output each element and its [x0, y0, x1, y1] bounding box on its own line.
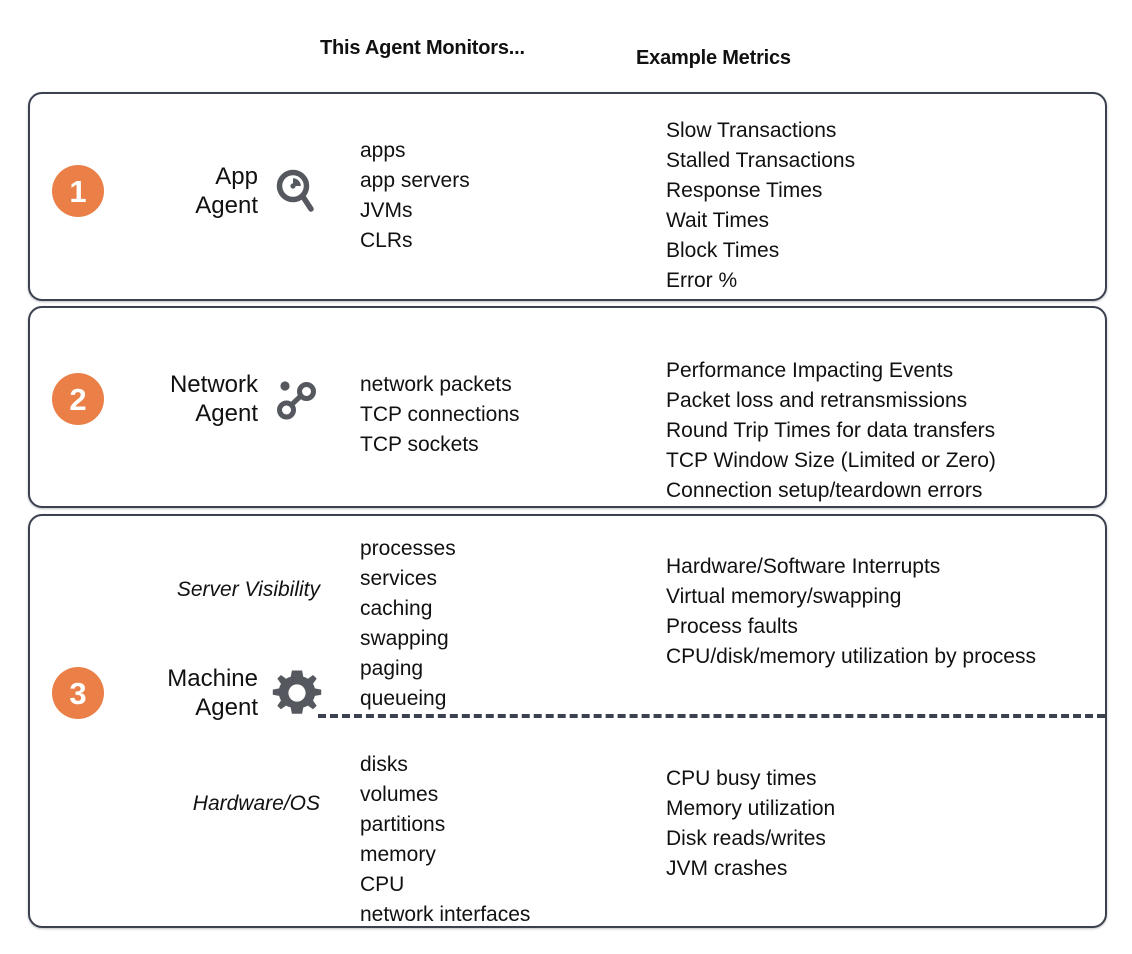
- metrics-list-app: Slow Transactions Stalled Transactions R…: [666, 116, 1096, 296]
- agent-label-app: App Agent: [114, 162, 258, 221]
- metrics-item: Block Times: [666, 239, 780, 263]
- agent-label-line1: Network: [169, 371, 258, 398]
- monitors-item: volumes: [360, 783, 439, 807]
- agent-card-app: 1 App Agent apps app servers JVMs CLRs S…: [28, 92, 1107, 301]
- monitors-item: partitions: [360, 813, 446, 837]
- monitors-item: paging: [360, 657, 424, 681]
- metrics-item: CPU busy times: [666, 767, 817, 790]
- agent-identity-machine: 3 Machine Agent: [52, 664, 324, 723]
- monitors-item: TCP connections: [360, 403, 520, 427]
- metrics-item: Packet loss and retransmissions: [666, 389, 968, 413]
- agent-label-line1: App: [215, 163, 258, 190]
- metrics-list-hardware-os: CPU busy times Memory utilization Disk r…: [666, 764, 1096, 884]
- agent-identity-app: 1 App Agent: [52, 162, 324, 221]
- metrics-list-network: Performance Impacting Events Packet loss…: [666, 356, 1096, 506]
- agent-label-line2: Agent: [195, 694, 258, 722]
- monitors-item: services: [360, 567, 438, 591]
- agent-label-line1: Machine: [167, 665, 258, 692]
- monitors-item: CLRs: [360, 229, 413, 253]
- metrics-item: Process faults: [666, 615, 798, 639]
- monitors-item: memory: [360, 843, 436, 867]
- subsection-label-server-visibility: Server Visibility: [176, 578, 320, 601]
- monitors-item: TCP sockets: [360, 433, 479, 457]
- metrics-item: JVM crashes: [666, 857, 788, 881]
- monitors-list-network: network packets TCP connections TCP sock…: [360, 370, 650, 460]
- agent-number-badge: 3: [52, 667, 104, 720]
- monitors-item: disks: [360, 753, 408, 776]
- monitors-list-app: apps app servers JVMs CLRs: [360, 136, 650, 256]
- metrics-item: Memory utilization: [666, 797, 836, 821]
- monitors-item: network packets: [360, 373, 512, 396]
- monitors-item: caching: [360, 597, 433, 621]
- magnifier-clock-icon: [270, 164, 324, 218]
- section-divider-dashed: [318, 714, 1105, 718]
- column-header-monitors: This Agent Monitors...: [320, 37, 525, 59]
- agent-card-network: 2 Network Agent network packets TCP conn…: [28, 306, 1107, 508]
- monitors-item: processes: [360, 537, 456, 560]
- monitors-item: network interfaces: [360, 903, 531, 927]
- monitors-item: swapping: [360, 627, 449, 651]
- agent-label-line2: Agent: [195, 400, 258, 428]
- monitors-item: apps: [360, 139, 406, 162]
- metrics-item: Connection setup/teardown errors: [666, 479, 983, 503]
- metrics-item: TCP Window Size (Limited or Zero): [666, 449, 996, 473]
- metrics-item: Slow Transactions: [666, 119, 837, 142]
- agent-identity-network: 2 Network Agent: [52, 370, 324, 429]
- monitors-list-hardware-os: disks volumes partitions memory CPU netw…: [360, 750, 650, 930]
- column-headers: This Agent Monitors... Example Metrics: [0, 0, 1132, 92]
- agent-label-machine: Machine Agent: [114, 664, 258, 723]
- monitors-list-server-visibility: processes services caching swapping pagi…: [360, 534, 650, 714]
- metrics-item: Response Times: [666, 179, 823, 203]
- metrics-item: Wait Times: [666, 209, 770, 233]
- network-nodes-icon: [270, 372, 324, 426]
- subsection-label-hardware-os: Hardware/OS: [192, 792, 320, 815]
- monitors-item: CPU: [360, 873, 405, 897]
- metrics-list-server-visibility: Hardware/Software Interrupts Virtual mem…: [666, 552, 1096, 672]
- monitors-item: queueing: [360, 687, 447, 711]
- metrics-item: Disk reads/writes: [666, 827, 826, 851]
- monitors-item: app servers: [360, 169, 470, 193]
- agent-number-badge: 2: [52, 373, 104, 426]
- metrics-item: Performance Impacting Events: [666, 359, 954, 382]
- agent-label-line2: Agent: [195, 192, 258, 220]
- gear-icon: [270, 666, 324, 720]
- metrics-item: Virtual memory/swapping: [666, 585, 902, 609]
- agent-label-network: Network Agent: [114, 370, 258, 429]
- monitors-item: JVMs: [360, 199, 413, 223]
- metrics-item: Error %: [666, 269, 738, 293]
- metrics-item: Stalled Transactions: [666, 149, 856, 173]
- agent-number-badge: 1: [52, 165, 104, 218]
- metrics-item: Hardware/Software Interrupts: [666, 555, 941, 578]
- column-header-metrics: Example Metrics: [636, 47, 791, 69]
- metrics-item: CPU/disk/memory utilization by process: [666, 645, 1036, 669]
- agent-card-machine: 3 Machine Agent Server Visibility proces…: [28, 514, 1107, 928]
- metrics-item: Round Trip Times for data transfers: [666, 419, 996, 443]
